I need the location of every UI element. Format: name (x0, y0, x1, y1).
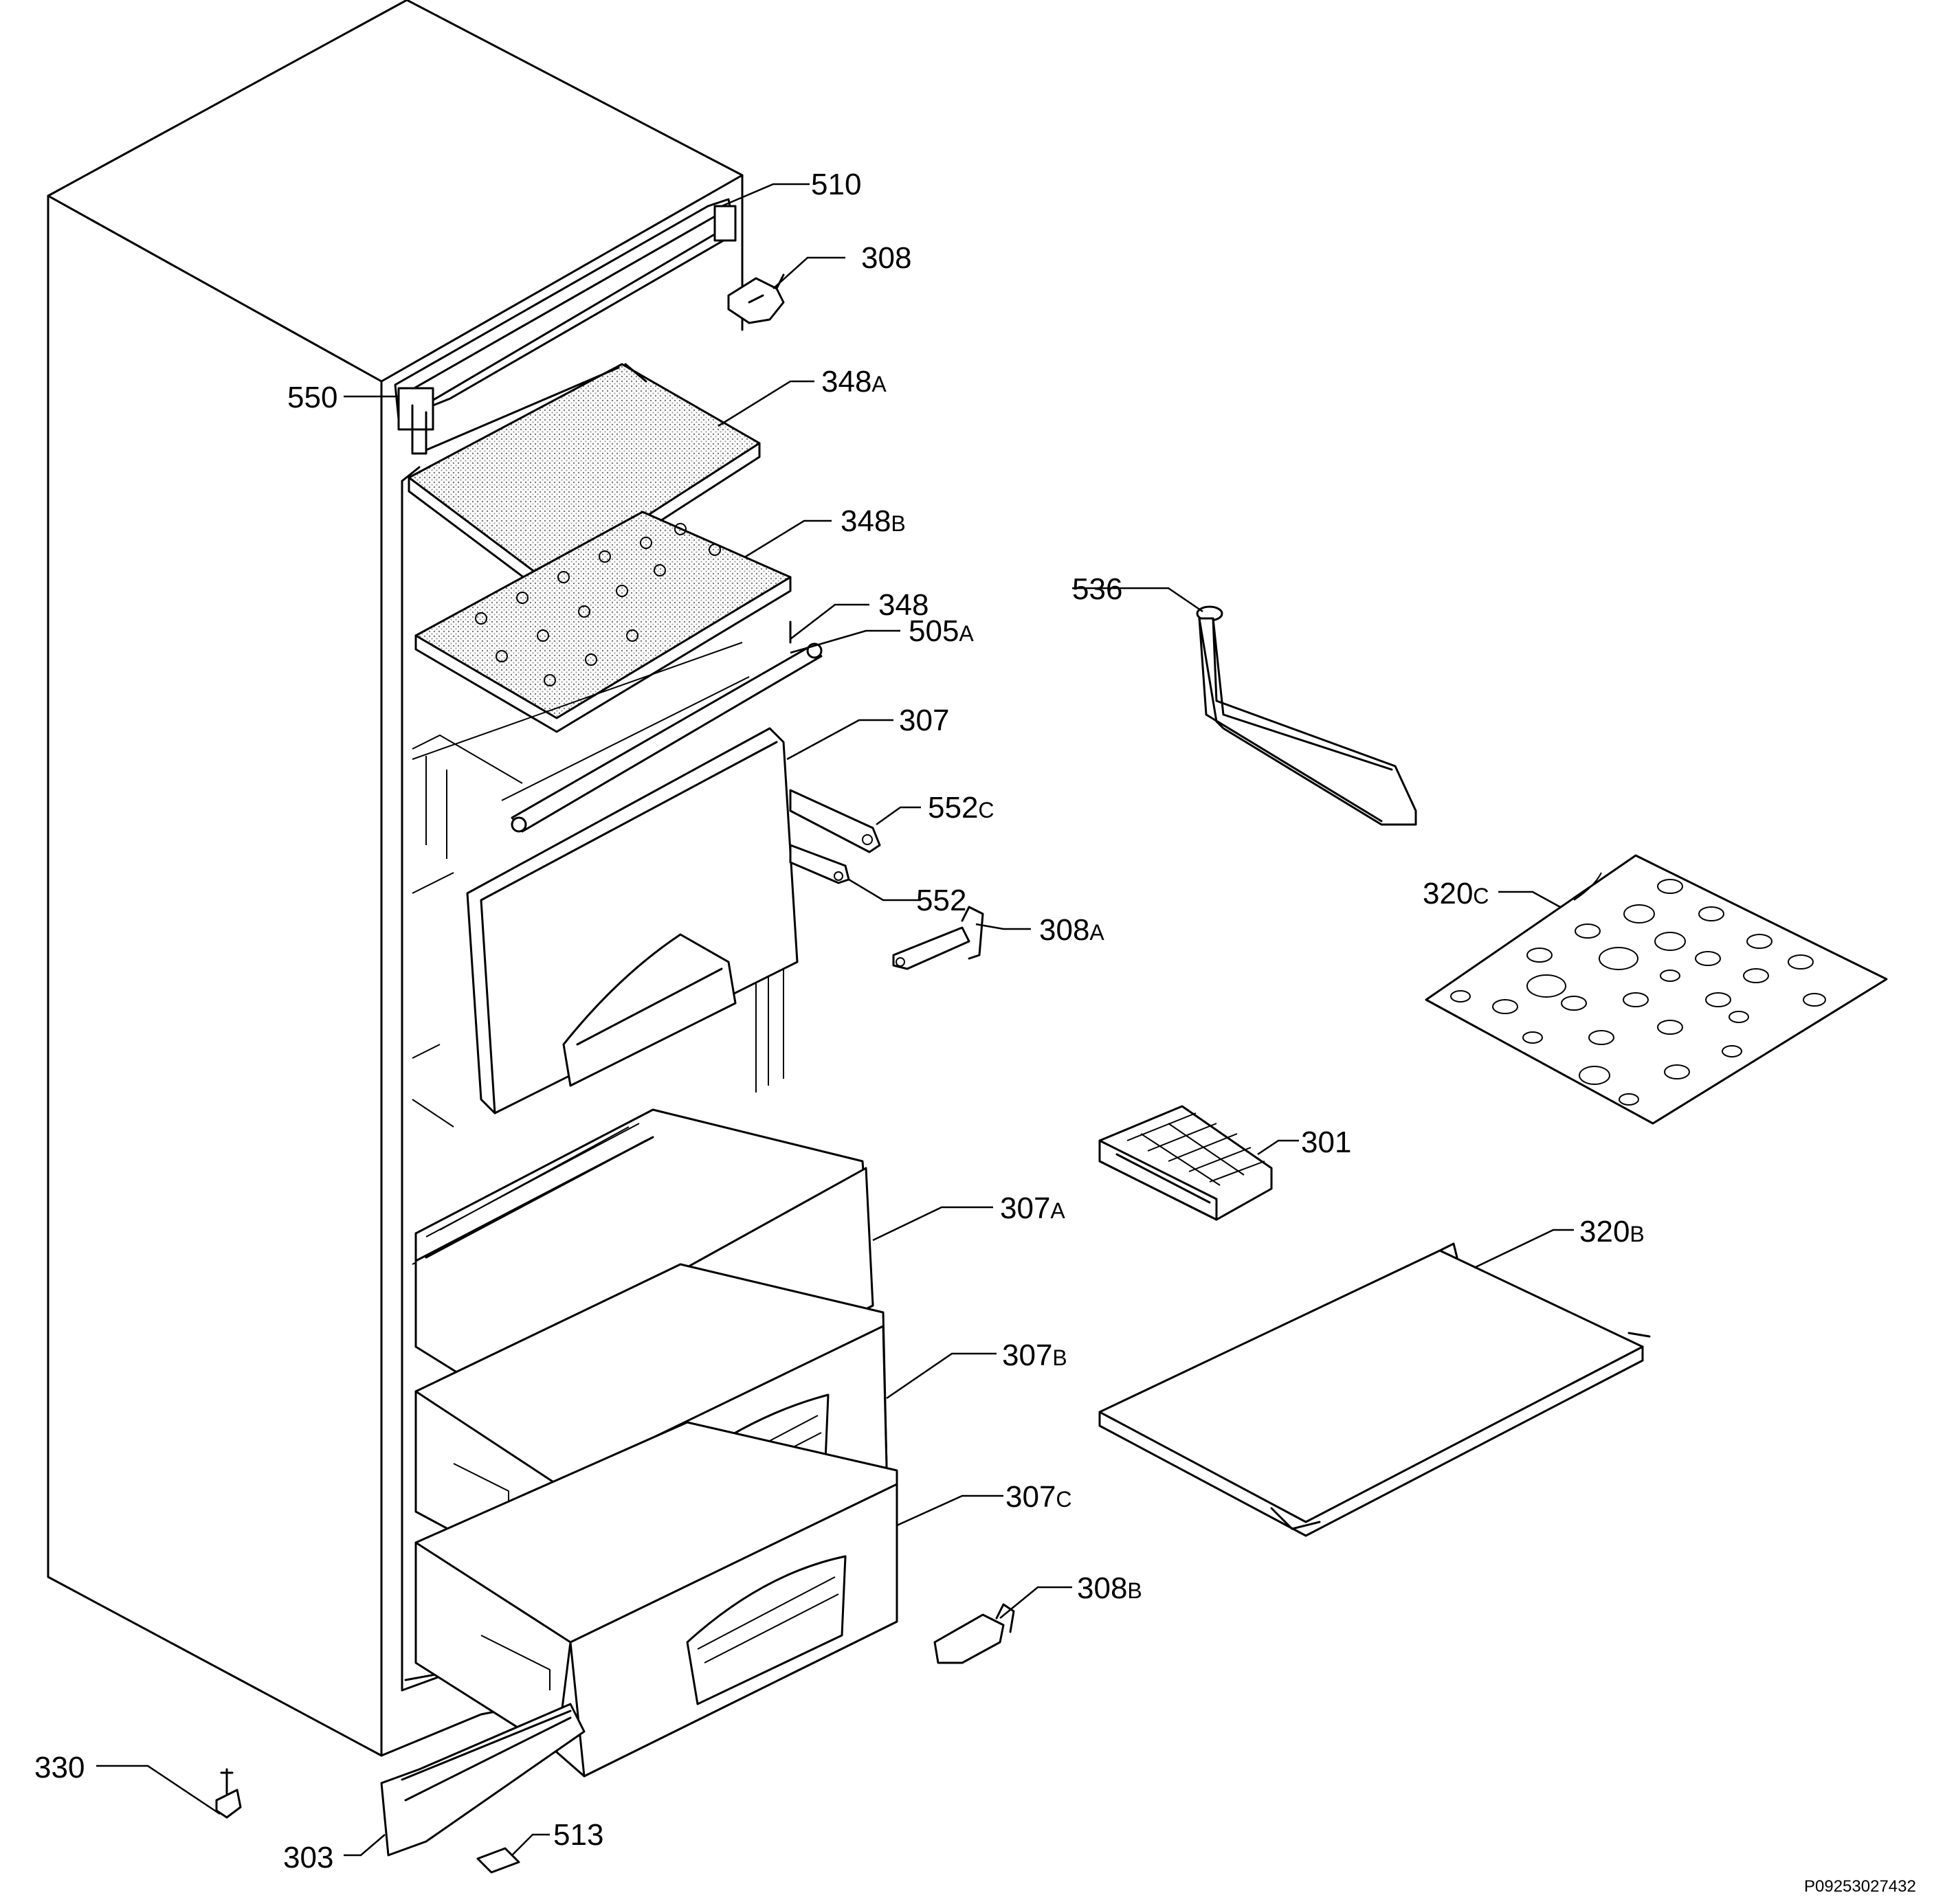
label-348: 348 (878, 588, 929, 622)
label-301: 301 (1301, 1125, 1351, 1159)
callout-labels: 510 308 550 348A 348B 348 505A 536 307 5… (34, 168, 1916, 1896)
label-303: 303 (283, 1841, 333, 1874)
divider-536 (1196, 605, 1417, 826)
label-308b: 308B (1077, 1571, 1142, 1605)
label-552: 552 (916, 884, 966, 917)
label-536: 536 (1072, 572, 1122, 606)
clip-513 (476, 1847, 520, 1874)
drawer-307c (414, 1421, 898, 1778)
wire-shelf-320b (1098, 1242, 1651, 1537)
label-550: 550 (287, 381, 337, 414)
ice-tray-301 (1098, 1105, 1273, 1221)
runners-552 (789, 789, 881, 884)
label-348b: 348B (841, 504, 906, 538)
cabinet (47, 0, 784, 1757)
hinge-308b (933, 1603, 1015, 1664)
label-307: 307 (899, 704, 949, 737)
label-307c: 307C (1005, 1480, 1072, 1514)
label-510: 510 (811, 168, 861, 201)
label-307a: 307A (1000, 1191, 1065, 1225)
flap-307 (466, 727, 799, 1115)
label-308a: 308A (1039, 913, 1104, 947)
hinge-308a (892, 906, 984, 970)
label-320b: 320B (1579, 1215, 1645, 1248)
foot-330 (215, 1768, 242, 1819)
label-348a: 348A (821, 365, 887, 399)
hinge-308 (727, 273, 785, 324)
glass-shelf-348a (408, 363, 761, 596)
label-307b: 307B (1002, 1339, 1067, 1372)
leader-lines (96, 183, 1574, 1857)
label-552c: 552C (928, 791, 994, 825)
label-320c: 320C (1423, 877, 1489, 910)
label-330: 330 (34, 1751, 85, 1784)
hinge-550 (397, 387, 434, 455)
kickplate-303 (380, 1703, 586, 1857)
document-id: P09253027432 (1804, 1877, 1916, 1896)
label-505a: 505A (909, 614, 974, 648)
glass-shelf-348b (414, 511, 792, 733)
plate-320c (1425, 854, 1888, 1125)
label-513: 513 (553, 1818, 603, 1852)
label-308: 308 (861, 241, 911, 275)
rail-505a (412, 620, 823, 833)
